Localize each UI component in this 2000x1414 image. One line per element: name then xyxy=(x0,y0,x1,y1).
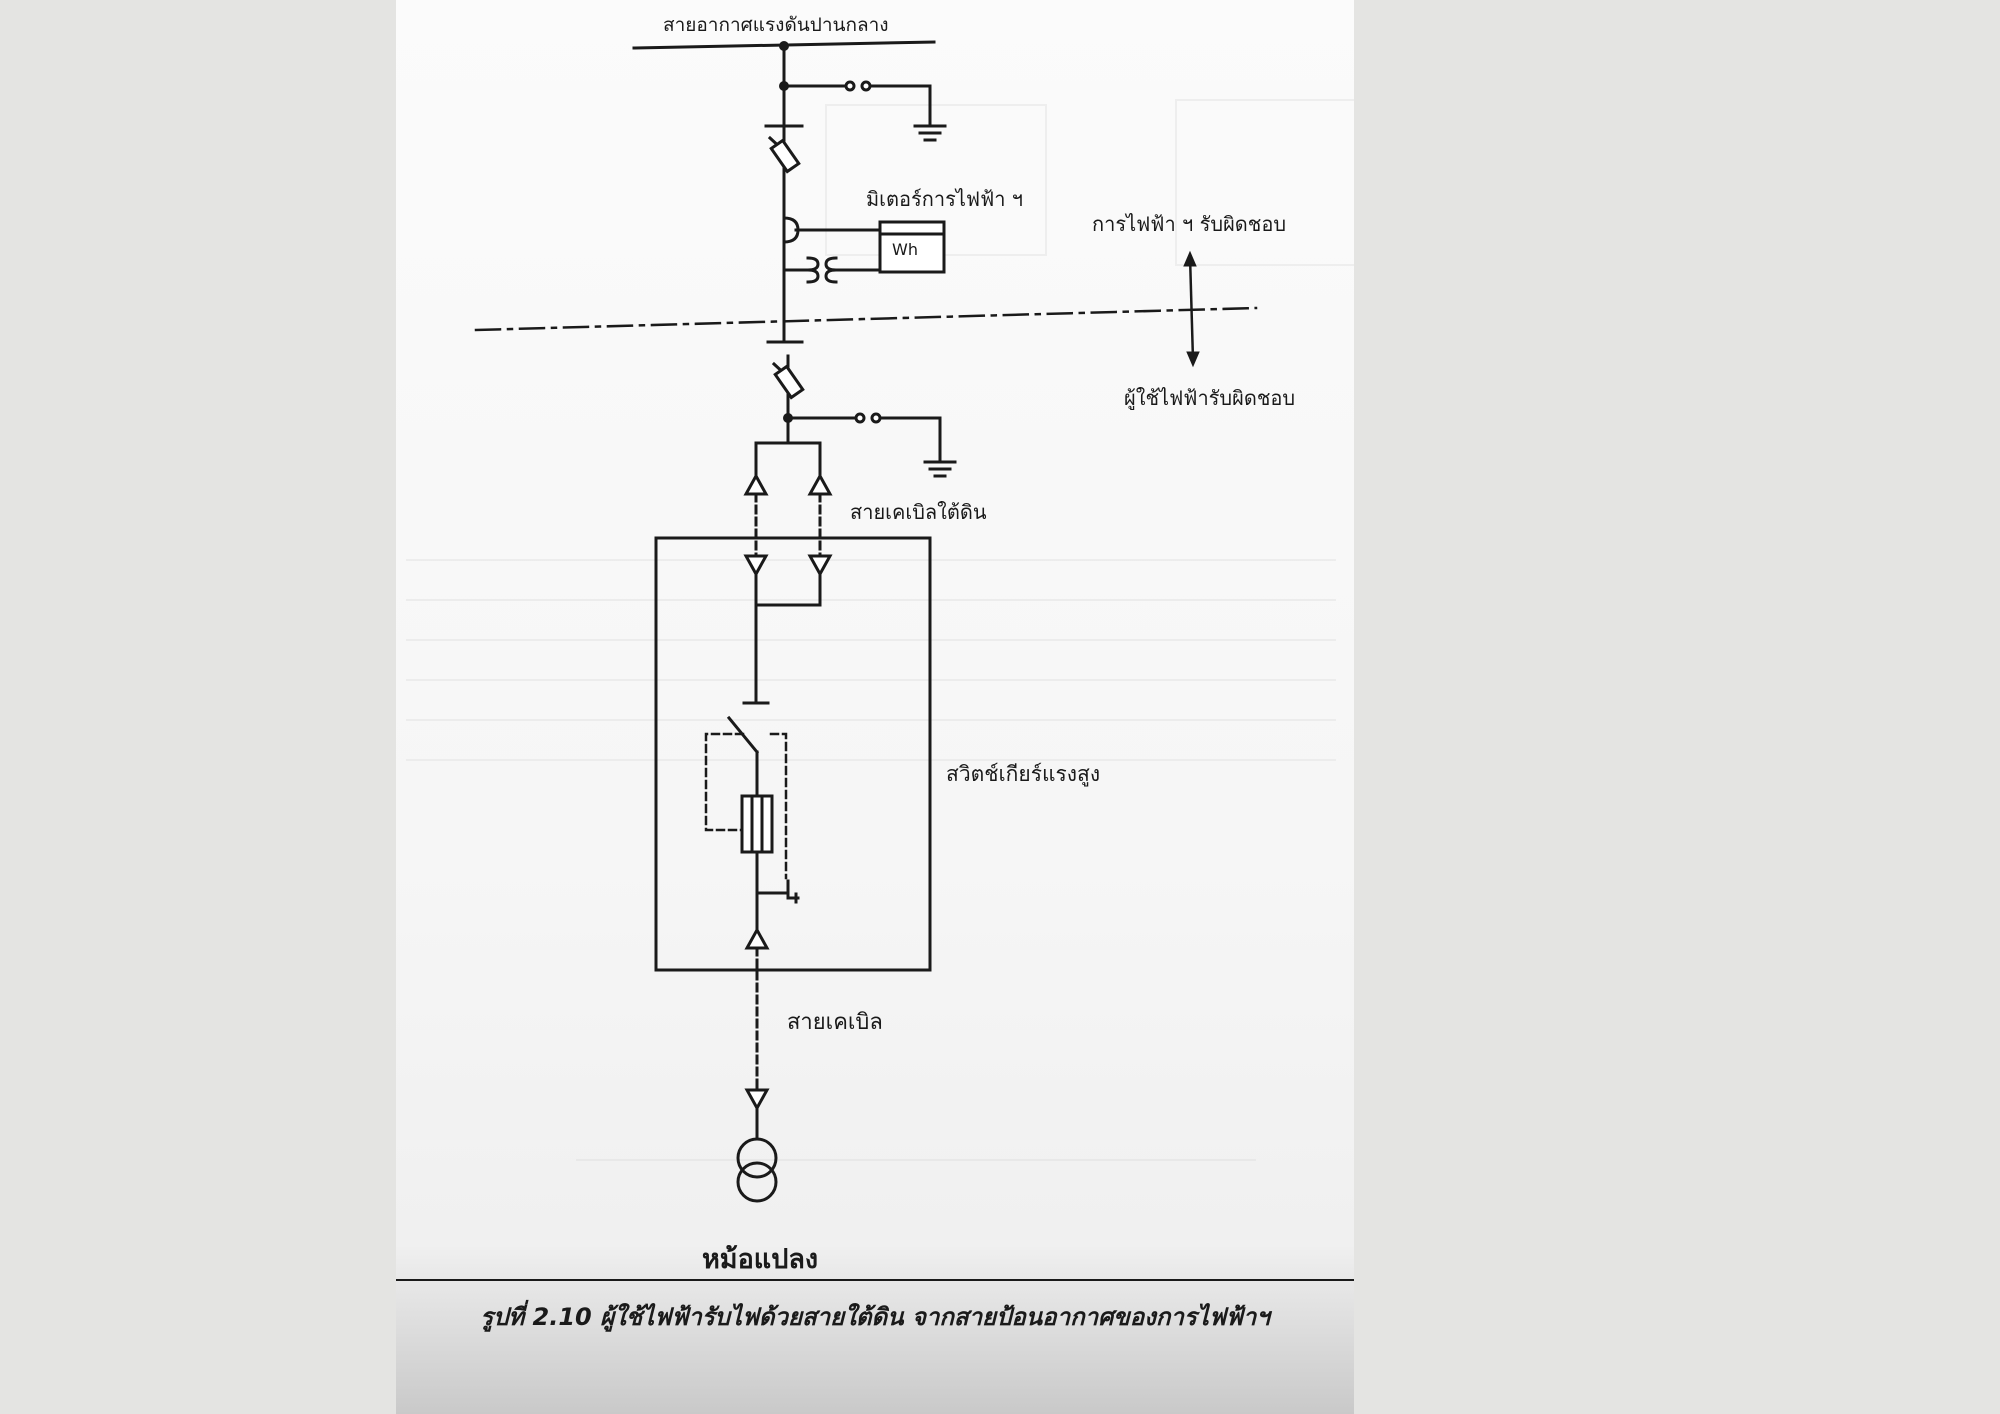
mechanical-linkage xyxy=(704,732,745,832)
upper-fuse xyxy=(769,138,801,174)
document-page: สายอากาศแรงดันปานกลาง มิเตอร์การไฟฟ้า ฯ … xyxy=(396,0,1354,1414)
top-disconnect-contact-a xyxy=(844,80,856,92)
label-cable: สายเคเบิล xyxy=(787,1010,883,1035)
lower-fuse xyxy=(773,364,805,400)
single-line-diagram xyxy=(396,40,1354,1281)
label-user-responsible: ผู้ใช้ไฟฟ้ารับผิดชอบ xyxy=(1124,386,1296,410)
responsibility-arrow xyxy=(1188,254,1195,362)
lower-ground-icon xyxy=(923,460,957,478)
meter-symbol-text: Wh xyxy=(892,240,918,259)
cable-termination-left-bottom xyxy=(743,554,769,578)
hv-fuse xyxy=(740,794,774,854)
switchgear-enclosure xyxy=(654,536,932,972)
lower-disconnect-contact-b xyxy=(870,412,882,424)
bleed-through-lines xyxy=(406,99,1354,1161)
potential-transformer-coil-a xyxy=(806,256,820,284)
top-disconnect-contact-b xyxy=(860,80,872,92)
cable-termination-outgoing xyxy=(744,926,770,950)
label-transformer: หม้อแปลง xyxy=(702,1244,819,1275)
label-overhead-line: สายอากาศแรงดันปานกลาง xyxy=(663,14,889,36)
label-underground-cable: สายเคเบิลใต้ดิน xyxy=(850,500,987,524)
lower-disconnect-contact-a xyxy=(854,412,866,424)
cable-termination-left-top xyxy=(743,472,769,496)
figure-caption: รูปที่ 2.10 ผู้ใช้ไฟฟ้ารับไฟด้วยสายใต้ดิ… xyxy=(480,1303,1270,1331)
bleed-through-texture xyxy=(396,0,1354,1290)
top-ground-icon xyxy=(913,124,947,142)
responsibility-boundary xyxy=(474,306,1258,332)
trip-linkage xyxy=(769,732,788,880)
label-hv-switchgear: สวิตช์เกียร์แรงสูง xyxy=(946,762,1101,786)
transformer-primary-winding xyxy=(736,1137,778,1179)
label-pea-meter: มิเตอร์การไฟฟ้า ฯ xyxy=(866,187,1024,211)
label-utility-responsible: การไฟฟ้า ฯ รับผิดชอบ xyxy=(1092,212,1287,236)
transformer-secondary-winding xyxy=(736,1161,778,1203)
cable-termination-right-top xyxy=(807,472,833,496)
cable-termination-right-bottom xyxy=(807,554,833,578)
energy-meter-box xyxy=(878,220,946,274)
cable-termination-transformer xyxy=(744,1088,770,1112)
